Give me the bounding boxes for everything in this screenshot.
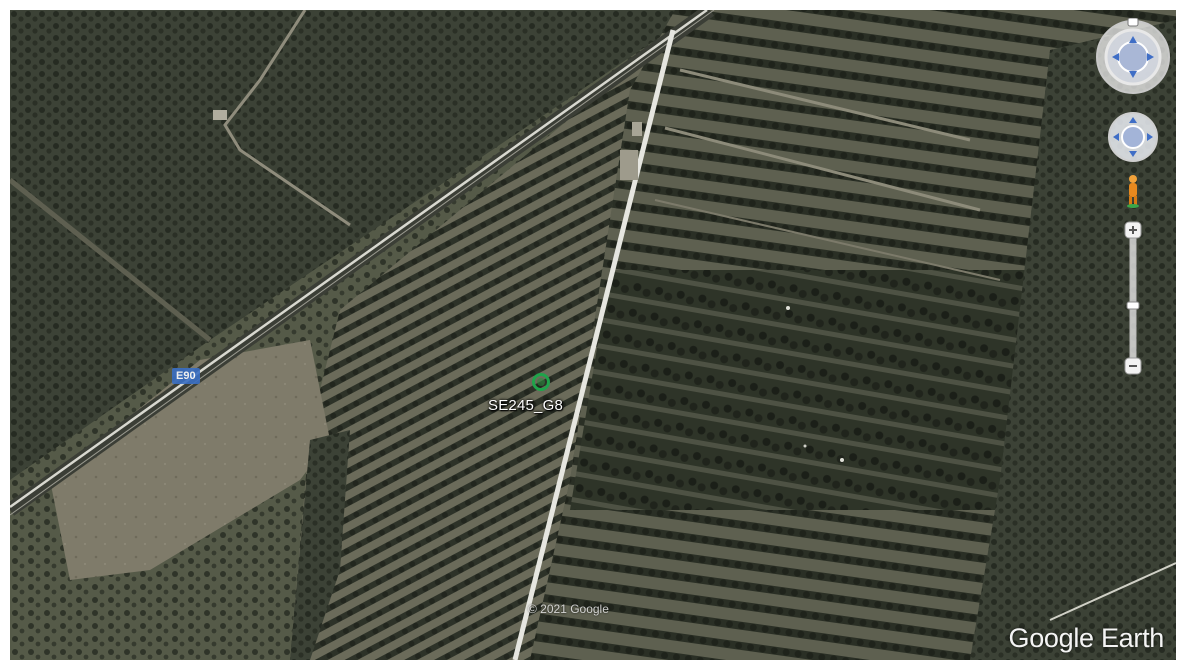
orchard-rows-southeast: [570, 270, 1050, 510]
highway[interactable]: [10, 10, 708, 509]
tree-band-east: [970, 20, 1176, 660]
highway-edge: [10, 10, 715, 516]
satellite-imagery[interactable]: [10, 10, 1176, 660]
move-joystick-icon[interactable]: [1107, 111, 1159, 163]
imagery-copyright: © 2021 Google: [528, 602, 609, 616]
google-earth-logo: Google Earth: [1008, 623, 1165, 653]
placemark-label[interactable]: SE245_G8: [488, 397, 563, 414]
look-around-ring-icon[interactable]: [1094, 18, 1172, 96]
dirt-track: [223, 10, 351, 227]
placemark-circle-icon[interactable]: [532, 373, 550, 391]
zoom-slider[interactable]: [1123, 220, 1143, 376]
zoom-thumb: [1126, 301, 1140, 310]
field-track: [654, 199, 1001, 281]
speck: [786, 306, 790, 310]
speck: [840, 458, 844, 462]
local-road[interactable]: [512, 29, 676, 660]
map-viewport[interactable]: E90 SE245_G8 © 2021 Google Google Earth: [10, 10, 1176, 660]
small-building: [620, 150, 638, 180]
highway-shoulder: [10, 10, 715, 516]
road-number-label: E90: [172, 368, 200, 384]
pegman-icon[interactable]: [1124, 174, 1142, 208]
small-building: [632, 122, 642, 136]
field-boundary: [1049, 562, 1176, 621]
orchard-area-northwest: [10, 10, 700, 480]
field-track: [679, 68, 971, 142]
orchard-rows-central: [290, 10, 700, 660]
speck: [803, 444, 807, 448]
bare-field: [50, 340, 330, 580]
field-track: [664, 126, 981, 212]
tree-cluster-south: [290, 430, 350, 660]
dirt-track: [10, 178, 212, 342]
small-building: [213, 110, 227, 120]
